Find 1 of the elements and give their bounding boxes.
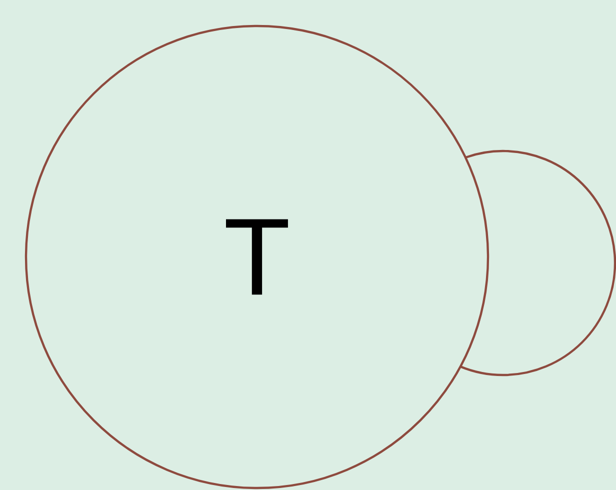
circle-segment: [460, 150, 616, 376]
